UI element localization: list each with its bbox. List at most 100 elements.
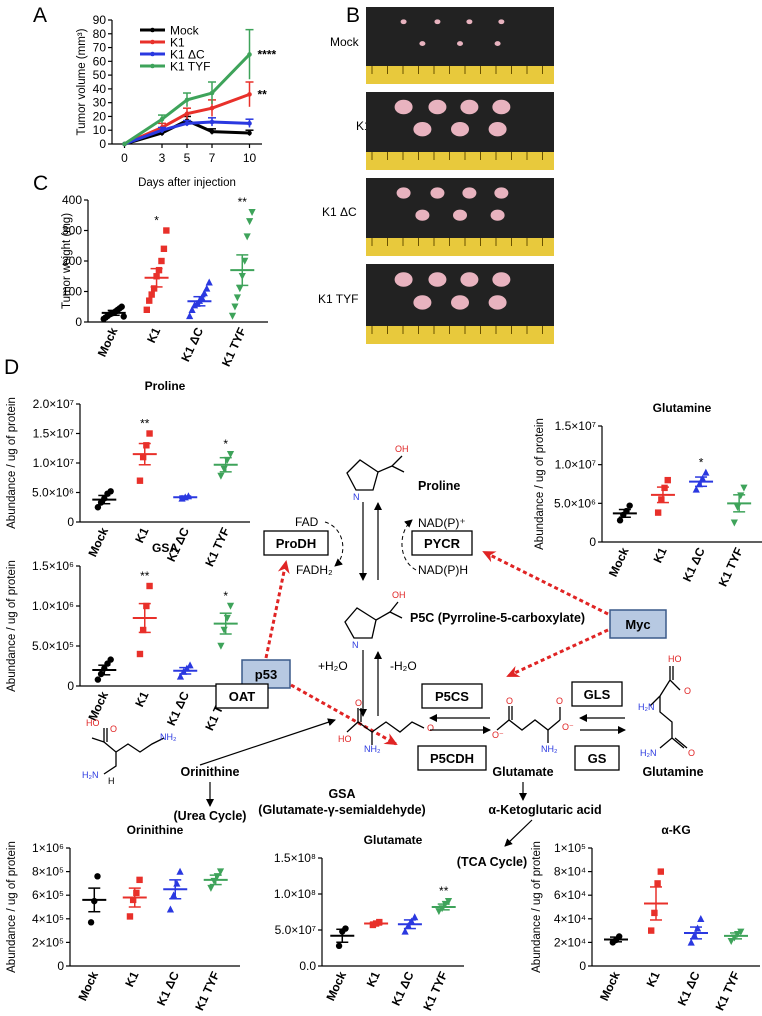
y-tick-label: 5.0×10⁶ <box>554 496 596 510</box>
tumor-sample <box>394 99 413 115</box>
y-tick-label: 40 <box>93 82 107 96</box>
data-point <box>205 278 213 286</box>
data-point <box>217 472 225 480</box>
tumor-sample <box>492 99 511 115</box>
data-point <box>243 233 251 241</box>
x-category-label: K1 TYF <box>202 525 232 568</box>
tumor-sample <box>419 41 426 46</box>
y-tick-label: 100 <box>62 285 82 299</box>
data-point <box>654 880 661 887</box>
enzyme-gls-box <box>571 681 623 707</box>
data-point <box>188 306 196 313</box>
cofactor-minus-h2o: -H₂O <box>390 659 417 673</box>
data-point <box>158 257 165 265</box>
data-point <box>184 97 190 103</box>
chart-d-akg: 02×10⁴4×10⁴6×10⁴8×10⁴1×10⁵α-KGAbundance … <box>531 823 760 1013</box>
cofactor-nadph: NAD(P)H <box>418 563 468 577</box>
data-point <box>209 105 215 111</box>
chart-d-glutamine: 05.0×10⁶1.0×10⁷1.5×10⁷GlutamineAbundance… <box>534 401 762 589</box>
y-axis-label: Abundance / ug of protein <box>531 841 543 973</box>
y-tick-label: 6×10⁴ <box>554 888 586 902</box>
enzyme-gs-box <box>574 745 620 771</box>
data-point <box>411 913 419 921</box>
data-point <box>166 905 175 913</box>
y-tick-label: 0.0 <box>299 959 316 973</box>
data-point <box>139 453 147 461</box>
data-point <box>184 121 190 126</box>
svg-text:O⁻: O⁻ <box>492 730 504 740</box>
data-point <box>155 266 163 274</box>
data-point <box>236 285 244 293</box>
svg-text:N: N <box>352 640 359 650</box>
y-tick-label: 1.5×10⁷ <box>33 427 74 441</box>
data-point <box>173 879 181 887</box>
data-point <box>120 313 127 320</box>
y-tick-label: 5.0×10⁶ <box>32 486 74 500</box>
ruler <box>366 66 554 84</box>
tumor-sample <box>428 99 447 115</box>
data-point <box>160 245 168 252</box>
y-tick-label: 300 <box>62 224 82 238</box>
data-point <box>654 509 662 516</box>
ruler <box>366 152 554 170</box>
data-point <box>664 476 671 484</box>
data-point <box>129 896 137 904</box>
data-point <box>94 676 102 683</box>
data-point <box>226 450 235 458</box>
enzyme-p5cdh-box <box>417 745 487 771</box>
y-axis-label: Tumor weight (mg) <box>61 213 73 309</box>
data-point <box>207 884 215 892</box>
significance-marker: ** <box>238 195 248 209</box>
x-tick-label: 10 <box>243 151 257 165</box>
chart-d-proline: 05.0×10⁶1.0×10⁷1.5×10⁷2.0×10⁷ProlineAbun… <box>6 379 250 569</box>
tumor-sample <box>494 187 509 199</box>
data-point <box>143 602 150 610</box>
x-category-label: Mock <box>606 545 632 579</box>
y-axis-label: Abundance / ug of protein <box>6 397 18 529</box>
y-tick-label: 1×10⁶ <box>32 841 64 855</box>
x-category-label: K1 <box>650 545 669 565</box>
y-tick-label: 20 <box>93 109 107 123</box>
y-tick-label: 1×10⁵ <box>554 841 586 855</box>
enzyme-oat: OAT <box>229 689 256 704</box>
data-point <box>730 519 738 527</box>
svg-text:NH₂: NH₂ <box>541 744 558 754</box>
x-category-label: K1 ΔC <box>178 325 206 364</box>
data-point <box>148 291 155 298</box>
y-tick-label: 0 <box>67 515 74 529</box>
data-point <box>203 284 211 292</box>
tumor-sample <box>453 209 467 221</box>
tumor-sample <box>428 272 447 287</box>
svg-text:O: O <box>684 686 691 696</box>
y-axis-label: Tumor volume (mm³) <box>76 28 88 135</box>
chart-title: GSA <box>152 541 178 555</box>
data-point <box>143 442 150 449</box>
x-category-label: Mock <box>95 325 121 359</box>
data-point <box>626 502 633 509</box>
legend-marker <box>150 63 155 69</box>
x-category-label: K1 <box>122 969 141 989</box>
x-tick-label: 7 <box>209 151 216 165</box>
y-tick-label: 2×10⁴ <box>554 935 586 949</box>
y-tick-label: 60 <box>93 54 107 68</box>
legend-label-1: K1 <box>170 36 185 50</box>
x-category-label: K1 ΔC <box>675 969 703 1008</box>
svg-text:O: O <box>506 696 513 706</box>
significance-marker: ** <box>439 884 449 898</box>
y-tick-label: 90 <box>93 13 107 27</box>
y-tick-label: 1.0×10⁷ <box>33 456 74 470</box>
cofactor-fad: FAD <box>295 515 319 529</box>
orinithine-structure <box>91 728 165 775</box>
svg-text:OH: OH <box>392 590 406 600</box>
mol-proline: Proline <box>418 479 460 493</box>
mol-urea-cycle: (Urea Cycle) <box>174 809 247 823</box>
y-tick-label: 200 <box>62 254 82 268</box>
y-tick-label: 1.5×10⁶ <box>32 559 74 573</box>
significance-annotation: ** <box>258 87 268 101</box>
data-point <box>122 141 127 147</box>
data-point <box>657 868 664 875</box>
tumor-sample <box>451 122 469 137</box>
data-point <box>97 670 105 678</box>
tumor-sample <box>494 41 501 46</box>
data-point <box>220 626 228 634</box>
